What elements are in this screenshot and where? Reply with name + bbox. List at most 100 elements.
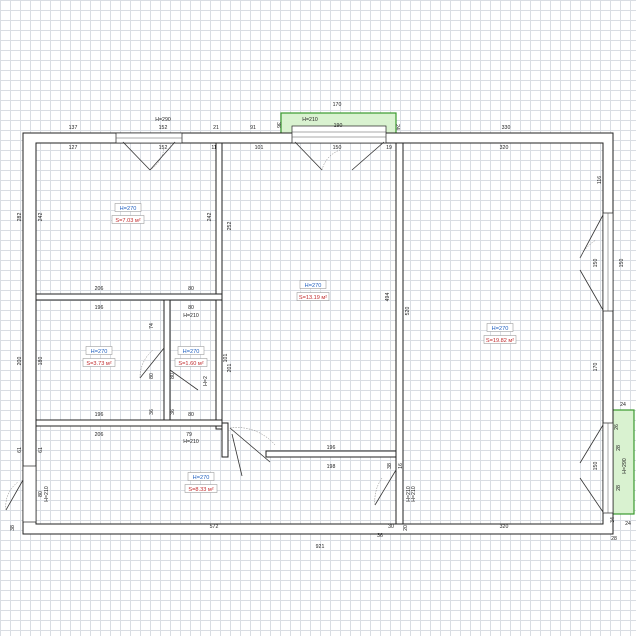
dimension-label: 320 (500, 524, 509, 530)
dimension-label: 170 (333, 102, 342, 108)
dimension-label: 206 (95, 432, 104, 438)
door-swings (5, 141, 604, 513)
dimension-label: 180 (38, 357, 44, 366)
dimension-label: H=210 (183, 439, 199, 445)
dimension-label: 24 (620, 402, 626, 408)
ceiling-height-label: H=270 (120, 206, 137, 212)
dimension-label: 196 (95, 305, 104, 311)
dimension-label: 61 (38, 447, 44, 453)
dimension-label: 206 (95, 286, 104, 292)
dimension-label: 152 (159, 125, 168, 131)
dimension-label: 921 (316, 544, 325, 550)
dimension-label: 28 (616, 445, 622, 451)
dimension-label: 36 (275, 122, 281, 128)
dimension-label: 80 (188, 286, 194, 292)
dimension-label: 80 (149, 373, 155, 379)
ceiling-height-label: H=270 (492, 326, 509, 332)
dimension-label: 242 (207, 213, 213, 222)
dimension-label: 11 (211, 145, 216, 151)
dimension-label: 190 (334, 123, 343, 129)
dimension-label: 21 (213, 125, 219, 131)
dimension-label: 79 (186, 432, 192, 438)
dimension-label: 36 (170, 409, 176, 415)
dimension-label: 16 (398, 463, 404, 469)
dimension-label: 196 (95, 412, 104, 418)
ceiling-height-label: H=270 (305, 283, 322, 289)
dimension-label: H=290 (155, 117, 171, 123)
dimension-label: 61 (17, 447, 23, 453)
dimension-label: 152 (159, 145, 168, 151)
dimension-label: 282 (17, 213, 23, 222)
wall-h-lower (35, 419, 223, 427)
window-top-center (291, 125, 387, 144)
area-label: S=19.82 м² (486, 338, 514, 344)
dimension-label: 28 (616, 485, 622, 491)
dimension-label: 572 (210, 524, 219, 530)
dimension-label: H=2 (203, 376, 209, 386)
dimension-label: 494 (385, 293, 391, 302)
dimension-label: 320 (500, 145, 509, 151)
dimension-label: 150 (593, 259, 599, 268)
dimension-label: 200 (17, 357, 23, 366)
dimension-label: 36 (377, 533, 383, 539)
dimension-label: 150 (333, 145, 342, 151)
dimension-label: 80 (188, 305, 194, 311)
dimension-label: 19 (386, 145, 392, 151)
dimension-label: H=290 (622, 458, 628, 474)
area-label: S=7.03 м² (115, 218, 140, 224)
area-label: S=8.33 м² (188, 487, 213, 493)
dimension-label: 170 (593, 363, 599, 372)
dimension-label: 80 (38, 491, 44, 497)
area-label: S=3.73 м² (86, 361, 111, 367)
dimension-label: 330 (502, 125, 511, 131)
wall-h-upper (35, 293, 223, 301)
wall-small-right (163, 299, 171, 421)
window-left-hall (22, 465, 37, 523)
dimension-label: 36 (149, 409, 155, 415)
dimension-label: 28 (611, 536, 617, 542)
dimension-label: 38 (387, 463, 393, 469)
dimension-label: H=210 (183, 313, 199, 319)
dimension-label: 20 (403, 525, 409, 531)
dimension-label: 80 (188, 412, 194, 418)
dimension-label: H=210 (406, 486, 412, 502)
dimension-label: 101 (223, 354, 229, 363)
dimension-label: 91 (250, 125, 256, 131)
dimension-label: 198 (327, 464, 336, 470)
outer-wall (22, 132, 614, 535)
dimension-label: 150 (593, 462, 599, 471)
dimension-label: H=210 (411, 486, 417, 502)
dimension-label: 74 (149, 323, 155, 329)
dimension-label: 34 (610, 517, 616, 523)
wall-hall-top (265, 450, 397, 458)
dimension-label: 196 (327, 445, 336, 451)
dimension-label: 201 (227, 364, 233, 373)
dimension-label: H=210 (44, 486, 50, 502)
wall-hall-diag (221, 422, 229, 458)
dimension-label: 30 (388, 524, 394, 530)
dimension-label: 80 (170, 373, 176, 379)
ceiling-height-label: H=270 (183, 349, 200, 355)
dimension-label: 242 (38, 213, 44, 222)
dimension-label: 137 (69, 125, 78, 131)
dimension-label: 26 (614, 424, 620, 430)
wall-top-left-right (215, 142, 223, 430)
dimension-label: 24 (394, 124, 400, 130)
dimension-label: 127 (69, 145, 78, 151)
dimension-label: 116 (597, 176, 603, 184)
ceiling-height-label: H=270 (193, 475, 210, 481)
area-label: S=13.19 м² (299, 295, 327, 301)
dimension-label: 24 (625, 521, 631, 527)
dimension-label: H=210 (302, 117, 318, 123)
dimension-label: 520 (405, 307, 411, 316)
dimension-label: 38 (10, 525, 16, 531)
ceiling-height-label: H=270 (91, 349, 108, 355)
dimension-label: 150 (619, 259, 625, 268)
